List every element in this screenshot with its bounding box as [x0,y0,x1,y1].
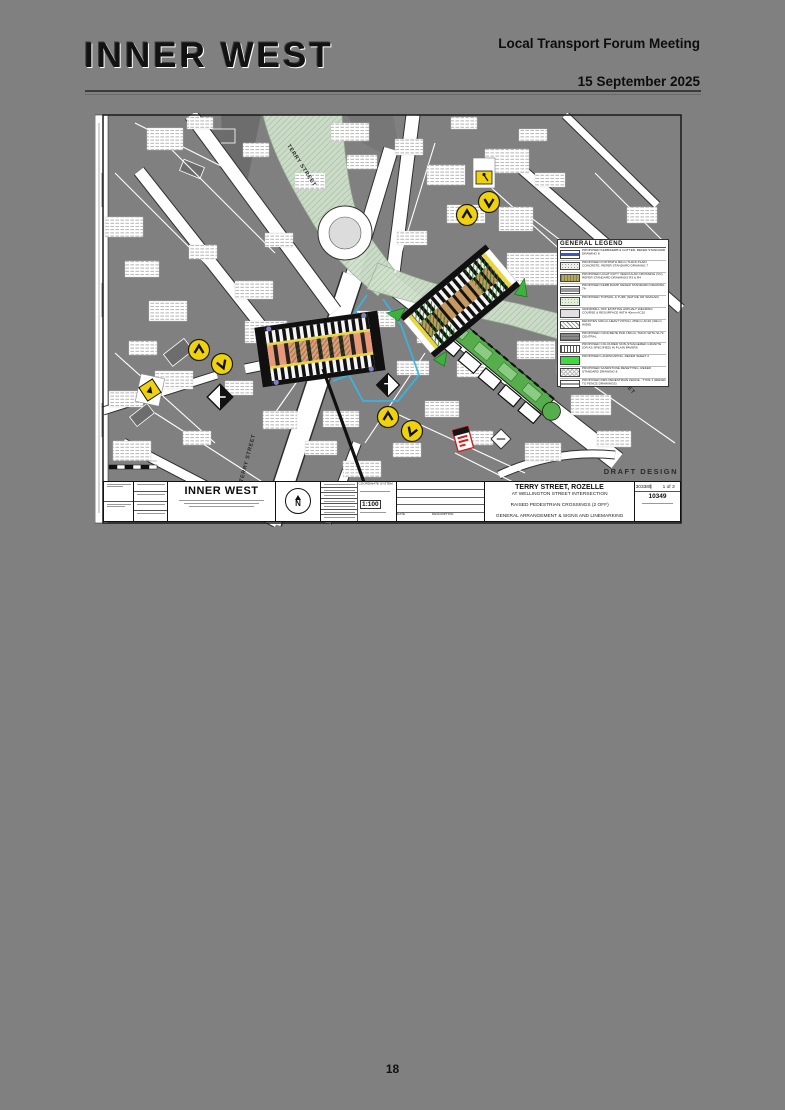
company-name: INNER WEST [184,485,259,497]
legend-swatch-grind [560,309,580,318]
legend-row: PROPOSED COLOURED NON-STAGGERED GRANITE … [560,343,666,356]
legend-row: PROPOSED TOPSOIL & TURF (NATIVE OR SIMIL… [560,296,666,308]
title-block-company: INNER WEST [168,482,276,521]
crossing-warning-sign-pair-south [376,405,424,443]
crossing-warning-sign-pair-north [455,190,501,227]
drawing-title-line4: GENERAL ARRANGEMENT & SIGNS AND LINEMARK… [495,512,624,518]
drawing-title: TERRY STREET, ROZELLE AT WELLINGTON STRE… [485,482,635,521]
title-block-signoff [134,482,168,521]
landscaped-median [437,310,561,425]
amendments-description-label: DESCRIPTION [431,513,454,517]
title-block-approvals [104,482,134,521]
amendments-date-label: DATE [397,513,406,517]
raised-crossing-west [254,310,386,388]
legend-row: PROPOSED RMS PEDESTRIAN FENCE - TYPE 1 (… [560,379,666,390]
arrow-diamond-sign-1 [206,383,234,411]
crossing-warning-sign-pair-west [187,338,234,376]
scale-value: 1:100 [360,499,381,509]
legend-swatch-fence [560,379,580,389]
legend-swatch-topsoil [560,297,580,306]
annotation-notes [104,116,660,478]
legend-row: PROPOSED SANDSTONE RESETTING, REFER STAN… [560,367,666,379]
legend-swatch-landscaping [560,356,580,365]
engineering-plan: TERRY STREET TERRY STREET WELLINGTON STR… [95,113,687,527]
drawing-title-line2: AT WELLINGTON STREET INTERSECTION [511,491,608,497]
legend-swatch-kerb [560,250,580,259]
north-arrow: N [285,488,311,514]
drawing-title-line3: RAISED PEDESTRIAN CROSSINGS (2 OFF) [510,501,609,508]
parking-sign-red [451,425,475,453]
page-number: 18 [385,1062,400,1076]
header-rule [85,90,701,92]
legend-row: DENOTES 100mm HEAVY PATCH, 250mm AC10 (4… [560,320,666,332]
roundabout [317,205,373,261]
project-number: 303385 [635,483,652,490]
legend-row: PROPOSED FOOTPATH 80mm THICK PLAIN CONCR… [560,261,666,273]
legend-swatch-footpath [560,261,580,271]
pedestrian-sign-panel [472,157,496,189]
drawing-title-line1: TERRY STREET, ROZELLE [515,484,604,491]
outline-diamond-sign [490,428,512,450]
legend-swatch-sandstone [560,368,580,377]
title-block: INNER WEST N COORDINATE SYSTEM [103,481,681,522]
legend-swatch-granite [560,344,580,354]
title-block-north: N [276,482,321,521]
legend-swatch-vehicular-crossing [560,273,580,283]
sheet-frame [102,114,682,524]
legend-row: PROPOSED CONCRETE PAD 150mm THICK WITH S… [560,332,666,344]
north-letter: N [295,498,301,508]
north-arrow-pointer [295,494,301,500]
legend-swatch-kerb-ramp [560,285,580,295]
sheet-margin [95,114,109,524]
inner-west-logo: INNER WEST [84,36,334,75]
header-rule-shadow [85,94,701,95]
legend-row: PROPOSED LANDSCAPING, REFER SHEET 2 [560,355,666,367]
general-legend: GENERAL LEGEND PROPOSED KERB/KERB & GUTT… [557,239,669,390]
draft-design-label: DRAFT DESIGN [603,467,678,476]
raised-crossing-east [385,244,528,367]
legend-row: PROPOSED KERB RAMP, REFER STANDARD DRAWI… [560,284,666,297]
yellow-diamond-sign [134,373,166,407]
legend-row: GRIND/MILL OFF EXISTING ASPHALT WEARING … [560,308,666,320]
meeting-title: Local Transport Forum Meeting [498,36,700,51]
drawing-numbers: 303385 1 of 3 10349 [635,482,680,521]
amendments-table: DATE DESCRIPTION [397,482,485,521]
bar-scale [108,460,158,470]
sheet-number: 1 of 3 [662,483,675,490]
arrow-diamond-sign-2 [375,372,401,398]
legend-swatch-concrete-pad [560,332,580,342]
legend-title: GENERAL LEGEND [560,241,666,248]
legend-row: PROPOSED LIGHT DUTY VEHICULAR CROSSING (… [560,273,666,285]
coordinate-system-label: COORDINATE SYSTEM [358,482,393,486]
title-block-fields: COORDINATE SYSTEM 1:100 [321,482,397,521]
meeting-date: 15 September 2025 [577,74,700,89]
legend-row: PROPOSED KERB/KERB & GUTTER, REFER STAND… [560,249,666,261]
plan-number: 10349 [648,493,667,500]
legend-swatch-heavy-patch [560,320,580,330]
